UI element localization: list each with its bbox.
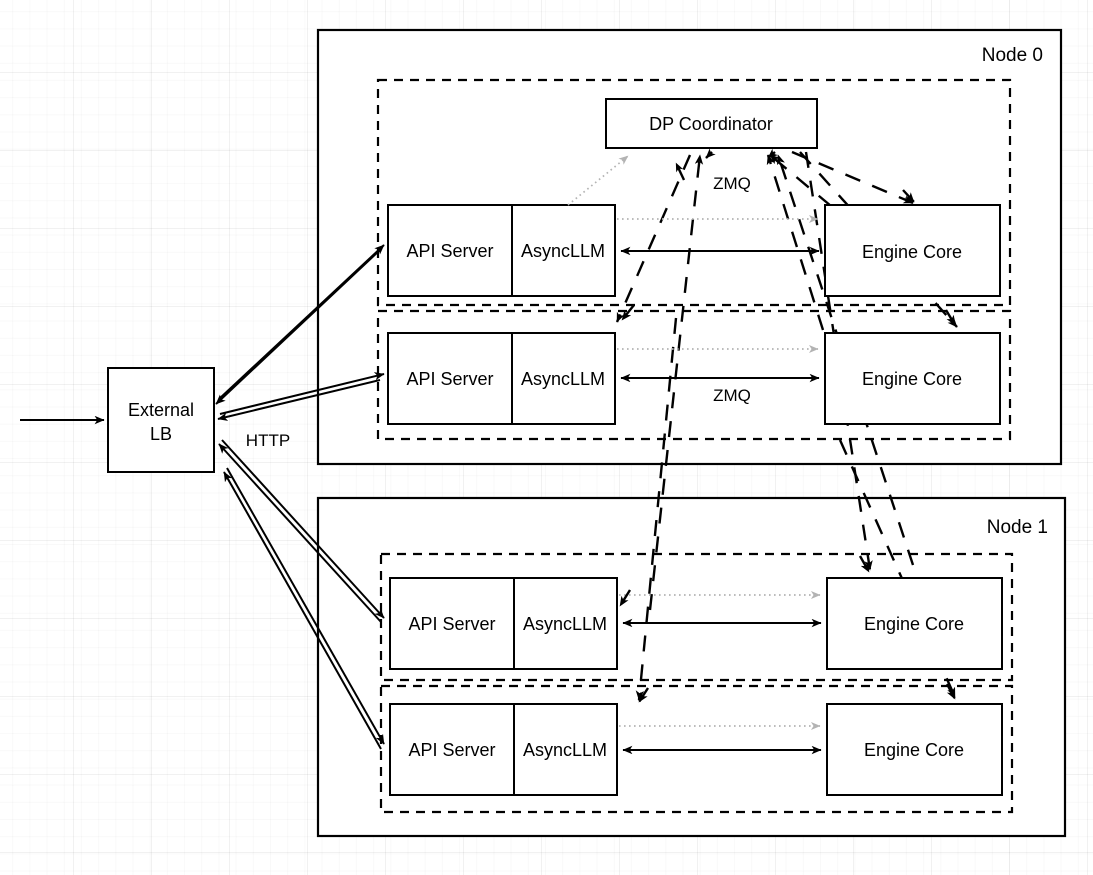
dp-coordinator[interactable]: DP Coordinator bbox=[605, 98, 818, 149]
edge-coord-to-n0g1-async bbox=[615, 154, 692, 323]
edge-lb-to-n0g1-api bbox=[219, 372, 385, 415]
external-lb[interactable]: External LB bbox=[107, 367, 215, 473]
overlay-coord-in-left2 bbox=[674, 162, 686, 181]
edge-n0g1-api-to-lb bbox=[217, 379, 381, 421]
edge-n1g0-api-to-lb bbox=[218, 443, 382, 623]
n1g1-engine-core-label: Engine Core bbox=[864, 740, 964, 760]
zmq-label-mid: ZMQ bbox=[713, 386, 751, 405]
n1g0-frontend[interactable]: API Server AsyncLLM bbox=[389, 577, 618, 670]
n0g1-api-server-label: API Server bbox=[406, 369, 493, 389]
overlay-n1g1-async-in bbox=[637, 687, 650, 703]
edge-n1g1-api-to-lb bbox=[223, 471, 382, 750]
edge-coord-to-n1g1-async bbox=[635, 317, 678, 701]
overlay-n1g0-async-in bbox=[618, 589, 632, 607]
n0g1-asyncllm-label: AsyncLLM bbox=[521, 369, 605, 389]
n0g1-engine-box[interactable] bbox=[824, 332, 1001, 425]
n1g1-asyncllm-label: AsyncLLM bbox=[523, 740, 607, 760]
edge-lb-to-n0g0-api bbox=[218, 244, 385, 400]
dp-coordinator-box[interactable] bbox=[605, 98, 818, 149]
node-1-group-0: API Server AsyncLLM Engine Core bbox=[389, 577, 1003, 670]
overlay-n0g1-engine-in bbox=[944, 309, 957, 326]
node-0-group-0-border bbox=[376, 78, 1012, 307]
overlay-coord-in-left bbox=[705, 148, 716, 159]
overlay-n0g1-async-in bbox=[621, 304, 635, 321]
n0g0-engine-box[interactable] bbox=[824, 204, 1001, 297]
n0g1-engine[interactable]: Engine Core bbox=[824, 332, 1001, 425]
n0g1-frontend[interactable]: API Server AsyncLLM bbox=[387, 332, 616, 425]
edge-n1g0-async-to-coord bbox=[648, 154, 704, 611]
node-1-group-1: API Server AsyncLLM Engine Core bbox=[389, 703, 1003, 796]
external-lb-label-line1: External bbox=[128, 400, 194, 420]
n1g1-api-server-label: API Server bbox=[408, 740, 495, 760]
edge-lb-to-n1g0-api bbox=[221, 439, 385, 619]
n1g1-frontend[interactable]: API Server AsyncLLM bbox=[389, 703, 618, 796]
node-0-label: Node 0 bbox=[982, 45, 1043, 66]
dp-coordinator-label: DP Coordinator bbox=[649, 114, 773, 134]
n1g0-engine-box[interactable] bbox=[826, 577, 1003, 670]
n0g0-api-server-label: API Server bbox=[406, 241, 493, 261]
node-0-group-1: API Server AsyncLLM Engine Core ZMQ bbox=[387, 332, 1001, 425]
node-1-label: Node 1 bbox=[987, 517, 1048, 538]
n0g1-engine-core-label: Engine Core bbox=[862, 369, 962, 389]
http-edges bbox=[215, 244, 385, 750]
overlay-n1g0-engine-in bbox=[858, 555, 871, 573]
n0g0-asyncllm-label: AsyncLLM bbox=[521, 241, 605, 261]
n1g1-engine[interactable]: Engine Core bbox=[826, 703, 1003, 796]
edge-n0g1-engine-to-coord bbox=[766, 154, 825, 331]
n1g0-frontend-box[interactable] bbox=[389, 577, 618, 670]
external-lb-box[interactable] bbox=[107, 367, 215, 473]
overlay-n1g1-engine-in bbox=[945, 683, 957, 700]
edge-n0g0-api-to-lb bbox=[215, 249, 381, 405]
overlay-n0g0-engine-in bbox=[902, 189, 915, 203]
http-label: HTTP bbox=[246, 431, 290, 450]
zmq-arrowhead-overlays bbox=[618, 148, 957, 703]
n1g1-engine-box[interactable] bbox=[826, 703, 1003, 796]
zmq-label-top: ZMQ bbox=[713, 174, 751, 193]
n0g0-engine[interactable]: Engine Core bbox=[824, 204, 1001, 297]
external-lb-label-line2: LB bbox=[150, 424, 172, 444]
n1g0-asyncllm-label: AsyncLLM bbox=[523, 614, 607, 634]
n0g0-engine-core-label: Engine Core bbox=[862, 242, 962, 262]
n1g0-api-server-label: API Server bbox=[408, 614, 495, 634]
node-1-group-0-border bbox=[379, 552, 1014, 682]
node-0-group-0: API Server AsyncLLM Engine Core bbox=[387, 155, 1001, 297]
n1g1-frontend-box[interactable] bbox=[389, 703, 618, 796]
overlay-coord-in-right bbox=[767, 148, 778, 159]
n0g0-frontend[interactable]: API Server AsyncLLM bbox=[387, 204, 616, 297]
n0g0-frontend-box[interactable] bbox=[387, 204, 616, 297]
n0g1-frontend-box[interactable] bbox=[387, 332, 616, 425]
node-1-group-1-border bbox=[379, 684, 1014, 814]
n1g0-engine-core-label: Engine Core bbox=[864, 614, 964, 634]
edge-lb-to-n1g1-api bbox=[226, 467, 385, 745]
n1g0-engine[interactable]: Engine Core bbox=[826, 577, 1003, 670]
edge-coord-to-n0g0-engine bbox=[791, 150, 914, 205]
